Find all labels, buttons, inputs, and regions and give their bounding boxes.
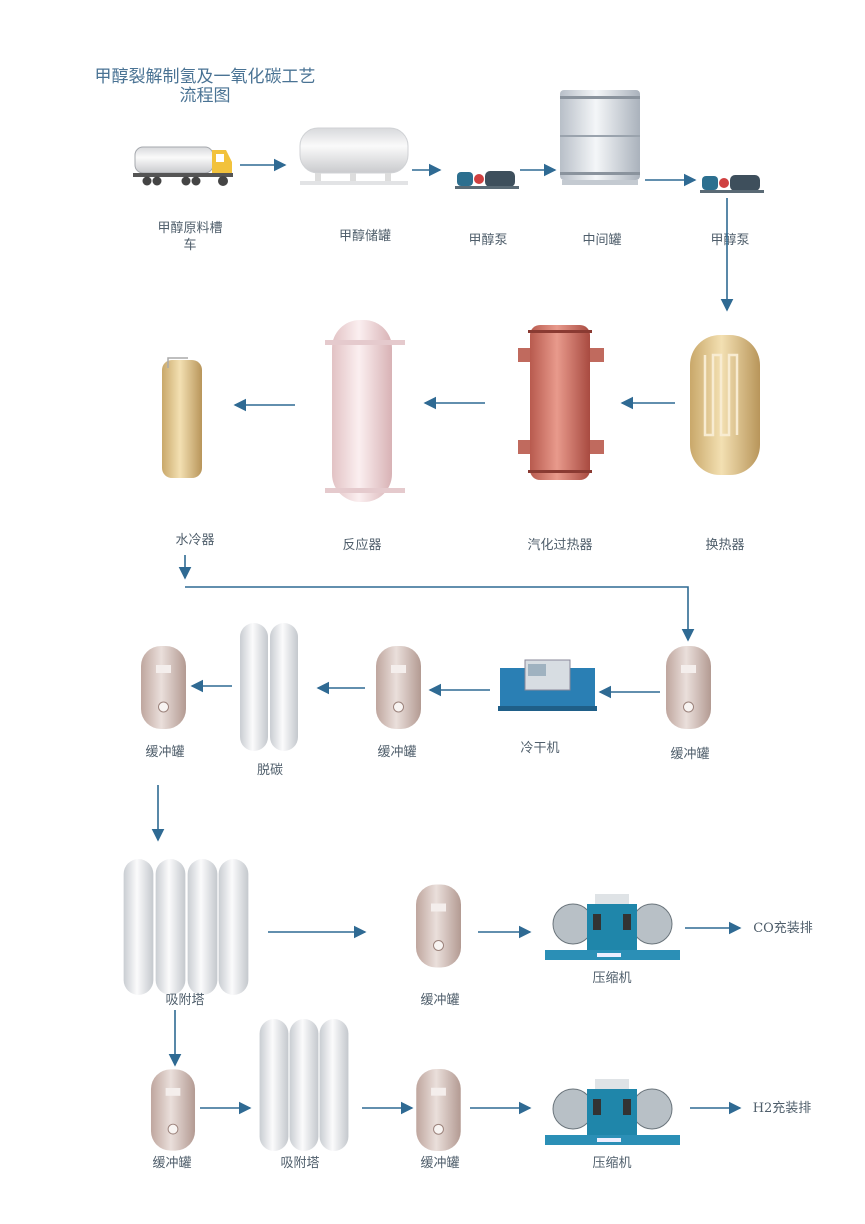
methanol-tank-truck: [133, 146, 233, 186]
label-vaporizer: 汽化过热器: [527, 538, 592, 553]
diagram-title-line2: 流程图: [180, 86, 231, 106]
vaporizer-superheater: [518, 325, 604, 480]
label-psa-2: 吸附塔: [280, 1156, 319, 1171]
label-buffer-2: 缓冲罐: [377, 745, 416, 760]
flow-line: [185, 586, 695, 642]
label-reactor: 反应器: [342, 537, 381, 553]
psa-adsorption-towers-2: [259, 1019, 349, 1151]
decarbonization-towers: [240, 623, 298, 751]
label-heat-exchanger: 换热器: [705, 538, 744, 553]
label-pump-1: 甲醇泵: [468, 232, 507, 248]
label-buffer-4: 缓冲罐: [420, 993, 459, 1008]
water-cooler: [162, 357, 202, 478]
label-truck-line1: 甲醇原料槽: [157, 220, 222, 236]
methanol-pump-1: [455, 171, 519, 189]
label-truck-line2: 车: [183, 237, 196, 253]
label-storage-tank: 甲醇储罐: [339, 228, 391, 244]
psa-adsorption-towers-1: [123, 859, 249, 995]
label-h2-output: H2充装排: [753, 1100, 812, 1116]
label-dryer: 冷干机: [520, 741, 559, 756]
label-compressor-1: 压缩机: [592, 970, 631, 986]
methanol-storage-tank: [299, 127, 409, 185]
intermediate-tank: [560, 90, 640, 185]
label-buffer-1: 缓冲罐: [670, 747, 709, 762]
reactor: [325, 320, 405, 502]
label-pump-2: 甲醇泵: [710, 232, 749, 248]
label-intermediate-tank: 中间罐: [582, 233, 621, 248]
compressor-2: [545, 1078, 680, 1146]
label-water-cooler: 水冷器: [175, 533, 214, 548]
compressor-1: [545, 893, 680, 961]
label-compressor-2: 压缩机: [592, 1155, 631, 1171]
buffer-tank-3: [140, 645, 187, 730]
buffer-tank-2: [375, 645, 422, 730]
label-buffer-5: 缓冲罐: [152, 1156, 191, 1171]
label-buffer-3: 缓冲罐: [145, 745, 184, 760]
buffer-tank-5: [150, 1068, 196, 1152]
label-psa-1: 吸附塔: [165, 993, 204, 1008]
buffer-tank-6: [415, 1068, 462, 1152]
heat-exchanger: [690, 335, 760, 475]
diagram-title-line1: 甲醇裂解制氢及一氧化碳工艺: [95, 67, 316, 87]
label-buffer-6: 缓冲罐: [420, 1156, 459, 1171]
label-decarb: 脱碳: [257, 763, 283, 778]
buffer-tank-4: [415, 883, 462, 969]
label-co-output: CO充装排: [753, 920, 813, 936]
buffer-tank-1: [665, 645, 712, 730]
refrigerated-dryer: [498, 659, 597, 711]
methanol-pump-2: [700, 175, 764, 193]
